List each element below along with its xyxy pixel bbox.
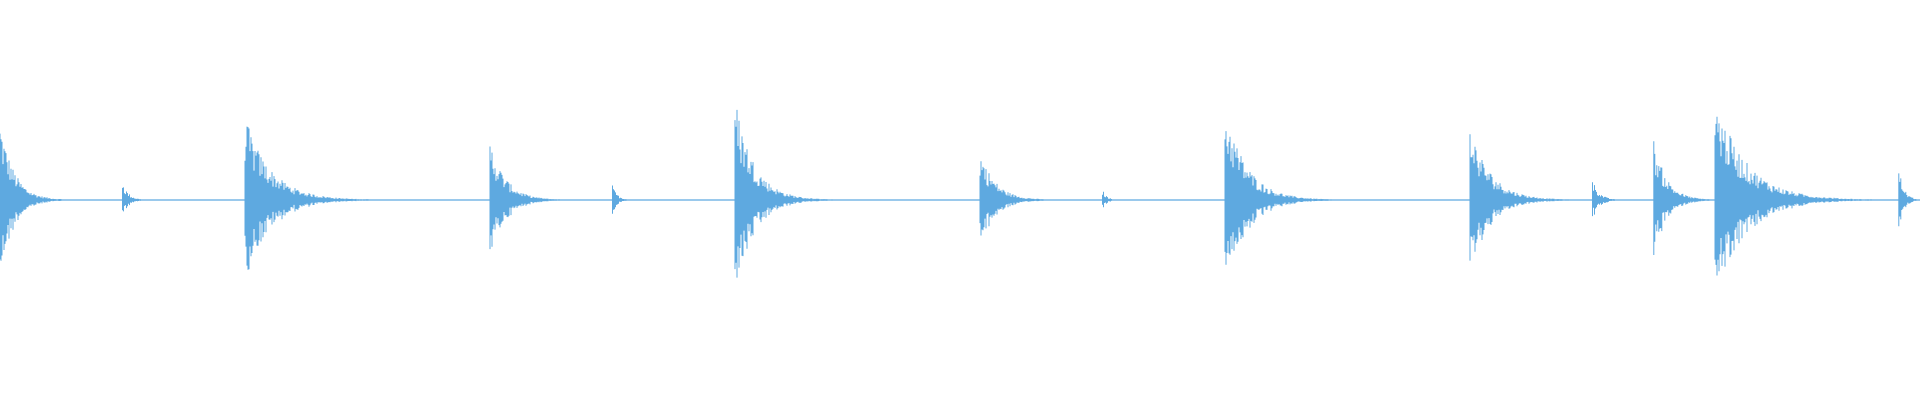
waveform-transient-6	[734, 109, 833, 278]
waveform-transient-5	[612, 185, 627, 214]
waveform-transient-9	[1224, 131, 1332, 265]
waveform-transient-12	[1653, 141, 1710, 255]
waveform-transient-8	[1102, 191, 1112, 208]
waveform-transient-4	[489, 146, 560, 250]
waveform-transient-11	[1592, 182, 1615, 217]
waveform-transient-13	[1714, 116, 1872, 276]
waveform-transient-7	[979, 161, 1044, 236]
waveform-transient-10	[1469, 134, 1569, 261]
waveform-layer	[0, 109, 1920, 278]
waveform-transient-1	[0, 133, 62, 261]
waveform-transient-2	[122, 187, 141, 212]
waveform-transient-14	[1898, 173, 1917, 227]
waveform-transient-3	[244, 126, 369, 270]
